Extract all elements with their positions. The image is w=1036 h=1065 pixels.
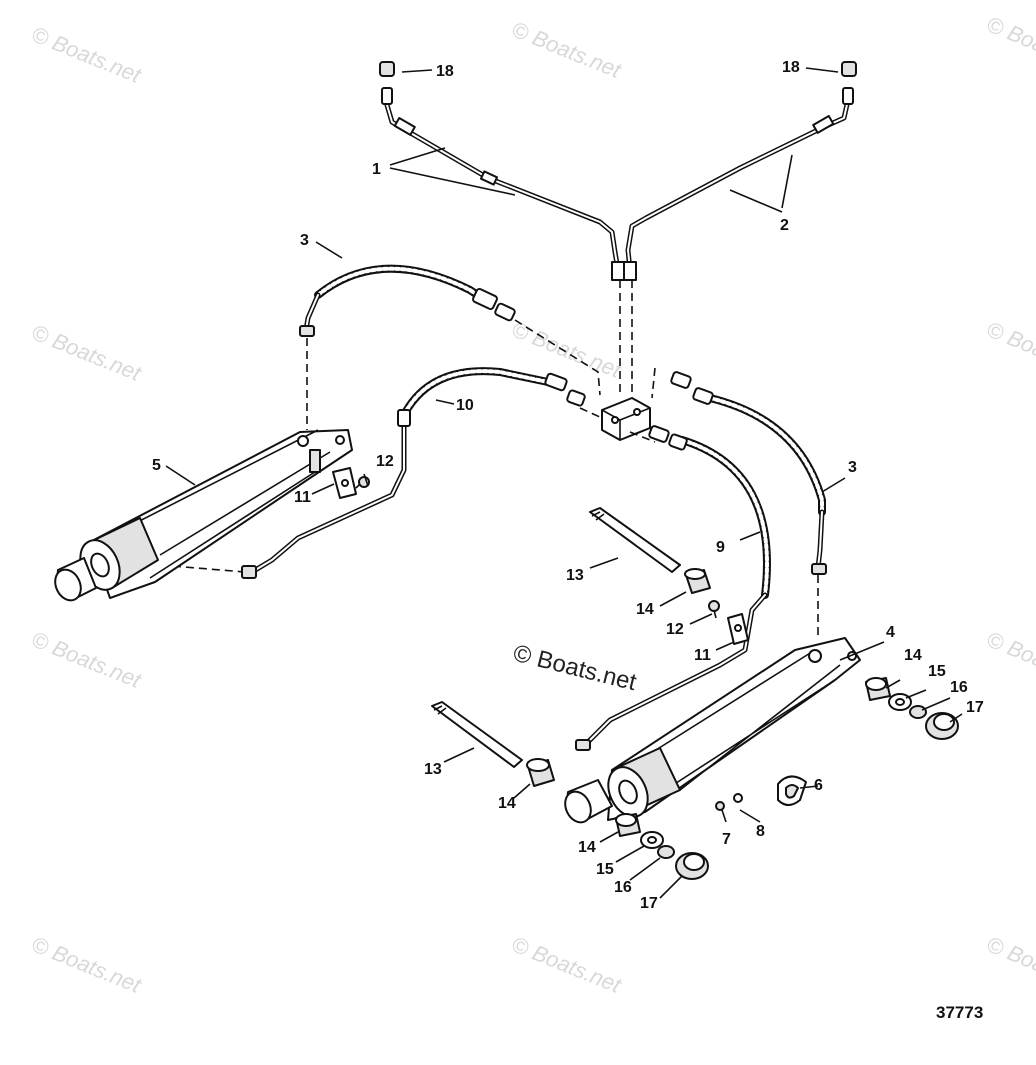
bracket-11-right [727, 613, 749, 645]
bushing-14-d [865, 677, 891, 701]
bushing-14-a [684, 568, 711, 594]
manifold-block [601, 397, 651, 441]
callout-17-a: 17 [640, 895, 658, 912]
callout-13-lower: 13 [424, 761, 442, 778]
callout-3-left: 3 [300, 232, 309, 249]
screw-7 [715, 801, 727, 823]
watermark-bc: © Boats.net [508, 931, 625, 998]
callout-12-right: 12 [666, 621, 684, 638]
callout-17-b: 17 [966, 699, 984, 716]
watermark-mr: © Boats.net [983, 316, 1036, 383]
callout-8: 8 [756, 823, 765, 840]
washer-15-a [640, 831, 664, 849]
washer-15-b [888, 693, 912, 711]
callout-10: 10 [456, 397, 474, 414]
callout-13-upper: 13 [566, 567, 584, 584]
tube-assembly-1 [384, 102, 625, 281]
rod-13-lower [431, 701, 523, 768]
callout-6: 6 [814, 777, 823, 794]
watermark-tr: © Boats.net [983, 11, 1036, 78]
watermark-ml: © Boats.net [28, 319, 145, 386]
callout-7: 7 [722, 831, 731, 848]
callouts: 18 18 1 2 3 3 4 5 6 7 8 9 10 11 11 12 12… [152, 59, 984, 912]
center-watermark: © Boats.net [511, 640, 640, 697]
callout-15-b: 15 [928, 663, 946, 680]
callout-12-left: 12 [376, 453, 394, 470]
cap-17-b [925, 712, 959, 740]
callout-14-d: 14 [904, 647, 922, 664]
bushing-14-c [615, 813, 641, 837]
callout-15-a: 15 [596, 861, 614, 878]
hose-9 [575, 425, 771, 751]
callout-1: 1 [372, 161, 381, 178]
callout-3-right: 3 [848, 459, 857, 476]
cap-17-a [675, 852, 709, 880]
leader-lines [165, 67, 963, 899]
bracket-11-left [332, 467, 357, 499]
cylinder-5 [54, 429, 353, 602]
fitting-18-right [841, 61, 857, 105]
callout-18-left: 18 [436, 63, 454, 80]
callout-2: 2 [780, 217, 789, 234]
callout-14-b: 14 [498, 795, 516, 812]
callout-16-b: 16 [950, 679, 968, 696]
clip-6 [777, 775, 807, 806]
callout-11-right: 11 [694, 647, 711, 664]
bushing-14-b [526, 758, 555, 787]
callout-16-a: 16 [614, 879, 632, 896]
hose-3-right [670, 371, 827, 575]
callout-9: 9 [716, 539, 725, 556]
fitting-18-left [379, 61, 395, 105]
watermark-ll: © Boats.net [28, 626, 145, 693]
callout-4: 4 [886, 624, 895, 641]
hose-10 [241, 367, 586, 579]
watermark-tc: © Boats.net [508, 16, 625, 83]
screw-12-right [708, 600, 720, 619]
rod-13-upper [589, 507, 681, 573]
nut-16-b [909, 705, 927, 719]
callout-14-a: 14 [636, 601, 654, 618]
tube-assembly-2 [623, 97, 851, 281]
watermark-lr: © Boats.net [983, 626, 1036, 693]
watermark-mc: © Boats.net [508, 316, 625, 383]
callout-18-right: 18 [782, 59, 800, 76]
washer-8 [733, 793, 743, 803]
figure-number: 37773 [936, 1003, 983, 1022]
nut-16-a [657, 845, 675, 859]
cylinder-4 [564, 637, 861, 824]
callout-14-c: 14 [578, 839, 596, 856]
callout-5: 5 [152, 457, 161, 474]
hose-3-left [299, 264, 516, 337]
watermark-br: © Boats.net [983, 931, 1036, 998]
watermark-bl: © Boats.net [28, 931, 145, 998]
watermark-tl: © Boats.net [28, 21, 145, 88]
callout-11-left: 11 [294, 489, 311, 506]
